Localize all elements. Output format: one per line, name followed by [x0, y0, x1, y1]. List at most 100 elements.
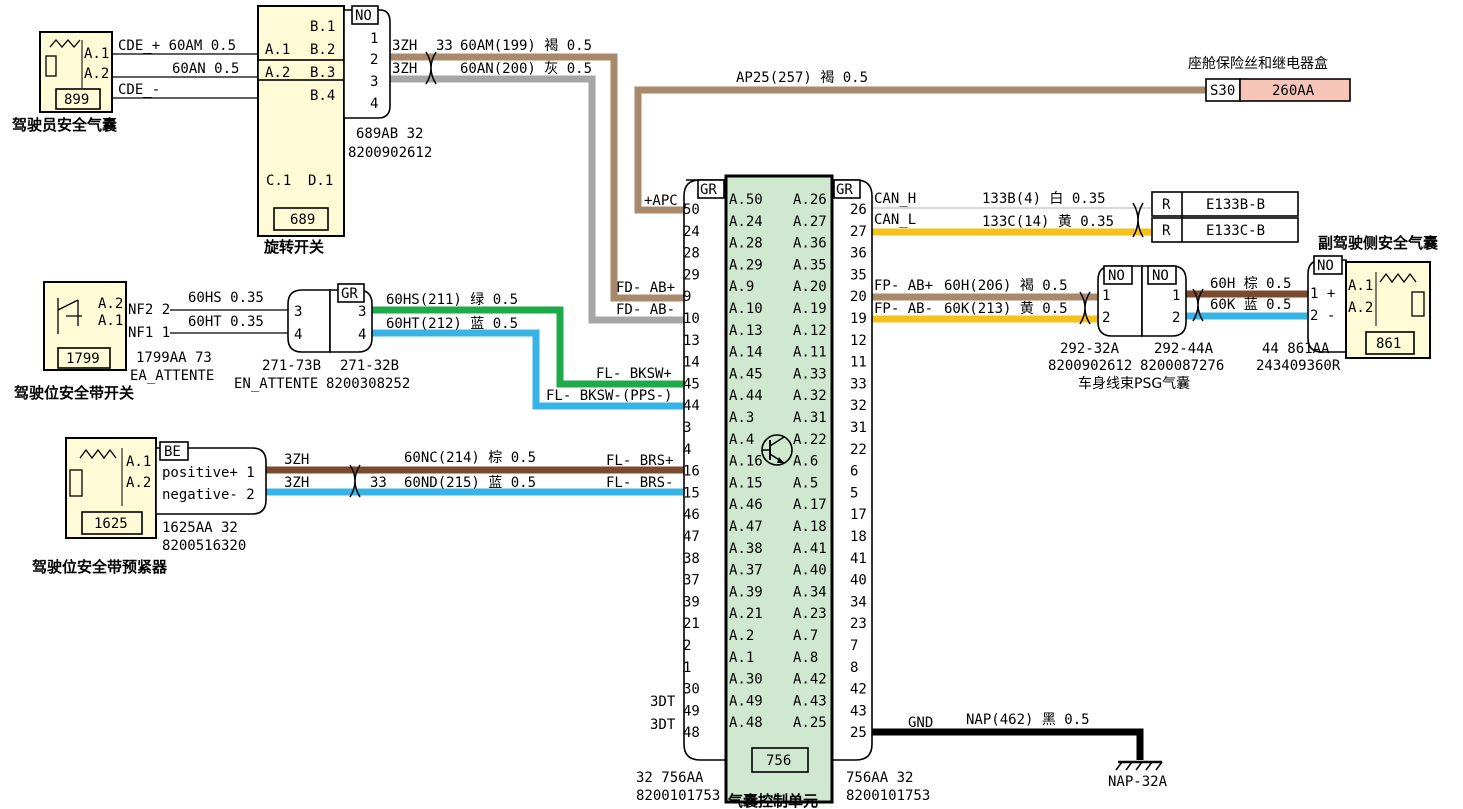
wire-60h-label: 60H(206) 褐 0.5	[944, 278, 1068, 294]
belt-switch-name: EA_ATTENTE	[130, 368, 214, 384]
ecu-inner-pin: A.11	[793, 345, 827, 361]
ecu-right-pin: 43	[850, 703, 867, 719]
wire-60hs	[372, 306, 684, 388]
label-cde-plus: CDE_+ 60AM 0.5	[118, 38, 236, 54]
ecu-inner-pin: A.42	[793, 672, 827, 688]
passenger-airbag-code: 861	[1376, 336, 1401, 352]
passenger-airbag-pin2: A.2	[1348, 300, 1373, 316]
ecu-inner-pin: A.32	[793, 388, 827, 404]
ecu-left-ref: 32 756AA	[636, 770, 704, 786]
wire-60nd-gauge: 3ZH	[284, 475, 309, 491]
signal-3dt: 3DT	[650, 694, 676, 710]
ecu-right-pin: 17	[850, 507, 867, 523]
transistor-icon	[761, 434, 793, 466]
wire-60am	[388, 53, 684, 302]
ecu-inner-pin: A.46	[729, 497, 763, 513]
signal-fl-brs-minus: FL- BRS-	[606, 475, 673, 491]
psg-pin: 1	[1172, 288, 1180, 304]
ecu-inner-pin: A.2	[729, 628, 754, 644]
pretensioner-pin1: A.1	[126, 454, 151, 470]
psg-pin: 1	[1102, 288, 1110, 304]
ecu-inner-pin: A.15	[729, 475, 763, 491]
rotary-pin: B.3	[310, 65, 335, 81]
ecu-inner-pin: A.26	[793, 192, 827, 208]
psg-part2: 8200087276	[1140, 358, 1224, 374]
ecu-left-pin: 50	[683, 202, 700, 218]
ecu-right-pin: 22	[850, 442, 867, 458]
signal-fl-brs-plus: FL- BRS+	[606, 453, 673, 469]
ecu-left-pin: 9	[683, 289, 691, 305]
ecu-inner-pin: A.43	[793, 693, 827, 709]
wire-ap25	[634, 86, 1206, 214]
connector-271-name: EN_ATTENTE	[234, 376, 318, 392]
ecu-inner-pin: A.36	[793, 236, 827, 252]
wire-60nc-label: 60NC(214) 棕 0.5	[404, 450, 536, 466]
signal-fp-ab-plus: FP- AB+	[874, 278, 933, 294]
ecu-inner-pin: A.10	[729, 301, 763, 317]
can-e1: E133B-B	[1206, 197, 1265, 213]
belt-switch-nf1: NF1 1	[128, 325, 170, 341]
rotary-pin: D.1	[308, 173, 333, 189]
ecu-inner-pin: A.13	[729, 323, 763, 339]
pretensioner: 1625 A.1 A.2	[65, 437, 157, 539]
passenger-airbag-part: 243409360R	[1256, 358, 1341, 374]
ecu-inner-pin: A.25	[793, 715, 827, 731]
ecu-inner-pin: A.28	[729, 236, 763, 252]
passenger-airbag-pin1: A.1	[1348, 278, 1373, 294]
signal-can-h: CAN_H	[874, 191, 916, 207]
ecu-inner-pin: A.47	[729, 519, 763, 535]
ecu-inner-pin: A.50	[729, 192, 763, 208]
ecu-right-pin: 7	[850, 638, 858, 654]
rotary-pin: A.1	[265, 42, 290, 58]
wire-60ht-label: 60HT(212) 蓝 0.5	[386, 316, 518, 332]
psg-ref1: 292-32A	[1060, 341, 1120, 357]
pretensioner-tag: BE	[164, 444, 181, 460]
passenger-airbag-connector: NO 1 + 2 -	[1307, 255, 1347, 353]
fuse-box-slot: S30	[1210, 83, 1235, 99]
psg-part1: 8200902612	[1048, 358, 1132, 374]
psg-tag2: NO	[1152, 268, 1169, 284]
ecu-left-pin: 21	[683, 616, 700, 632]
ecu-right-pin: 25	[850, 725, 867, 741]
ecu-left-pin: 16	[683, 464, 700, 480]
wire-60h-right-label: 60H 棕 0.5	[1210, 276, 1291, 292]
belt-switch-nf2: NF2 2	[128, 302, 170, 318]
connector-271-part: 8200308252	[326, 376, 410, 392]
pretensioner-ref: 1625AA 32	[162, 520, 238, 536]
ecu-right-pin: 5	[850, 485, 858, 501]
signal-can-l: CAN_L	[874, 212, 916, 228]
twisted-pair-icon	[1079, 291, 1091, 325]
driver-airbag-pin1: A.1	[84, 46, 109, 62]
driver-airbag-title: 驾驶员安全气囊	[12, 116, 118, 134]
pretensioner-connector: BE positive+ 1 negative- 2	[155, 441, 267, 515]
signal-fd-ab-minus: FD- AB-	[616, 302, 675, 318]
ecu-inner-pin: A.12	[793, 323, 827, 339]
connector-271-pin: 4	[294, 327, 302, 343]
ecu-inner-pin: A.34	[793, 584, 827, 600]
ecu-left-tag: GR	[700, 182, 717, 198]
ecu-right-pin: 31	[850, 420, 867, 436]
ecu-inner-pin: A.8	[793, 650, 818, 666]
ecu-right-pin: 33	[850, 376, 867, 392]
ecu-inner-pin: A.35	[793, 257, 827, 273]
psg-pin: 2	[1102, 310, 1110, 326]
ecu-inner-pin: A.17	[793, 497, 827, 513]
ecu-inner-pin: A.6	[793, 454, 818, 470]
ecu-left-pin: 1	[683, 660, 691, 676]
pretensioner-code: 1625	[94, 516, 128, 532]
driver-airbag-code: 899	[64, 92, 89, 108]
ecu-left-pin: 13	[683, 333, 700, 349]
can-e2: E133C-B	[1206, 223, 1265, 239]
ecu-right-pin: 6	[850, 464, 858, 480]
ecu-right-pin: 34	[850, 594, 867, 610]
rotary-pin: C.1	[266, 173, 291, 189]
wire-60ht-thin-label: 60HT 0.35	[188, 314, 264, 330]
rotary-pin: A.2	[265, 65, 290, 81]
fuse-box-code: 260AA	[1272, 83, 1315, 99]
driver-airbag: 899 A.1 A.2	[39, 31, 113, 113]
rotary-connector-tag: NO	[355, 8, 372, 24]
belt-switch-pin2: A.1	[98, 313, 123, 329]
ecu-inner-pin: A.44	[729, 388, 763, 404]
wire-60an-gauge: 3ZH	[392, 61, 417, 77]
ecu-right-pin: 32	[850, 398, 867, 414]
